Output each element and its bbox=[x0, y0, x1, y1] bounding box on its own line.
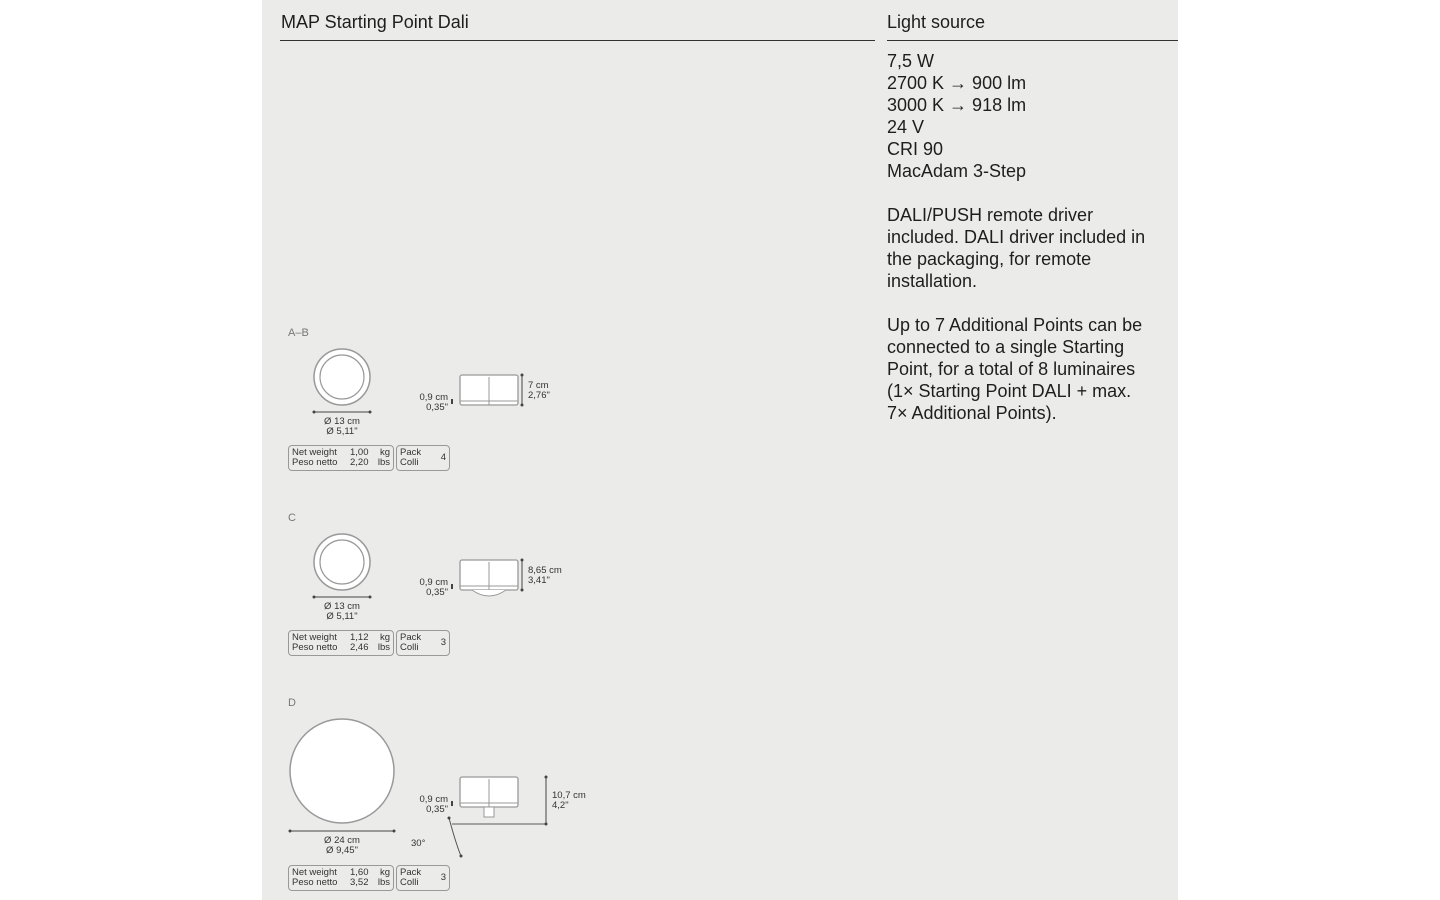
driver-note: DALI/PUSH remote driver included. DALI d… bbox=[887, 205, 1146, 291]
top-view-drawing bbox=[288, 718, 396, 833]
section-title: Light source bbox=[887, 12, 986, 32]
top-view-inner-circle bbox=[319, 354, 365, 400]
section-divider bbox=[887, 40, 1178, 41]
top-view-inner-circle bbox=[319, 539, 365, 585]
spec-line: 2700 K → 900 lm bbox=[887, 73, 1027, 93]
spec-sheet bbox=[262, 0, 1178, 900]
tilt-angle-label: 30° bbox=[411, 838, 426, 849]
spec-line: 3000 K → 918 lm bbox=[887, 95, 1027, 115]
variant-label: D bbox=[288, 697, 296, 709]
variant-label: A–B bbox=[288, 327, 309, 339]
spec-line: MacAdam 3-Step bbox=[887, 161, 1027, 181]
light-source-specs: 7,5 W 2700 K → 900 lm 3000 K → 918 lm 24… bbox=[887, 50, 1147, 446]
variant-label: C bbox=[288, 512, 296, 524]
spec-line: 24 V bbox=[887, 117, 925, 137]
side-view-drawing bbox=[451, 373, 524, 407]
side-view-drawing bbox=[451, 558, 524, 597]
additional-points-note: Up to 7 Additional Points can be connect… bbox=[887, 315, 1143, 423]
spec-line: 7,5 W bbox=[887, 51, 935, 71]
side-view-lens bbox=[471, 589, 507, 597]
side-view-drawing bbox=[447, 775, 548, 858]
spec-line: CRI 90 bbox=[887, 139, 944, 159]
title-divider bbox=[280, 40, 875, 41]
top-view-drawing bbox=[312, 348, 372, 414]
product-title: MAP Starting Point Dali bbox=[281, 12, 469, 32]
top-view-drawing bbox=[312, 533, 372, 599]
top-view-circle bbox=[289, 718, 395, 824]
tilt-arc bbox=[448, 817, 462, 857]
